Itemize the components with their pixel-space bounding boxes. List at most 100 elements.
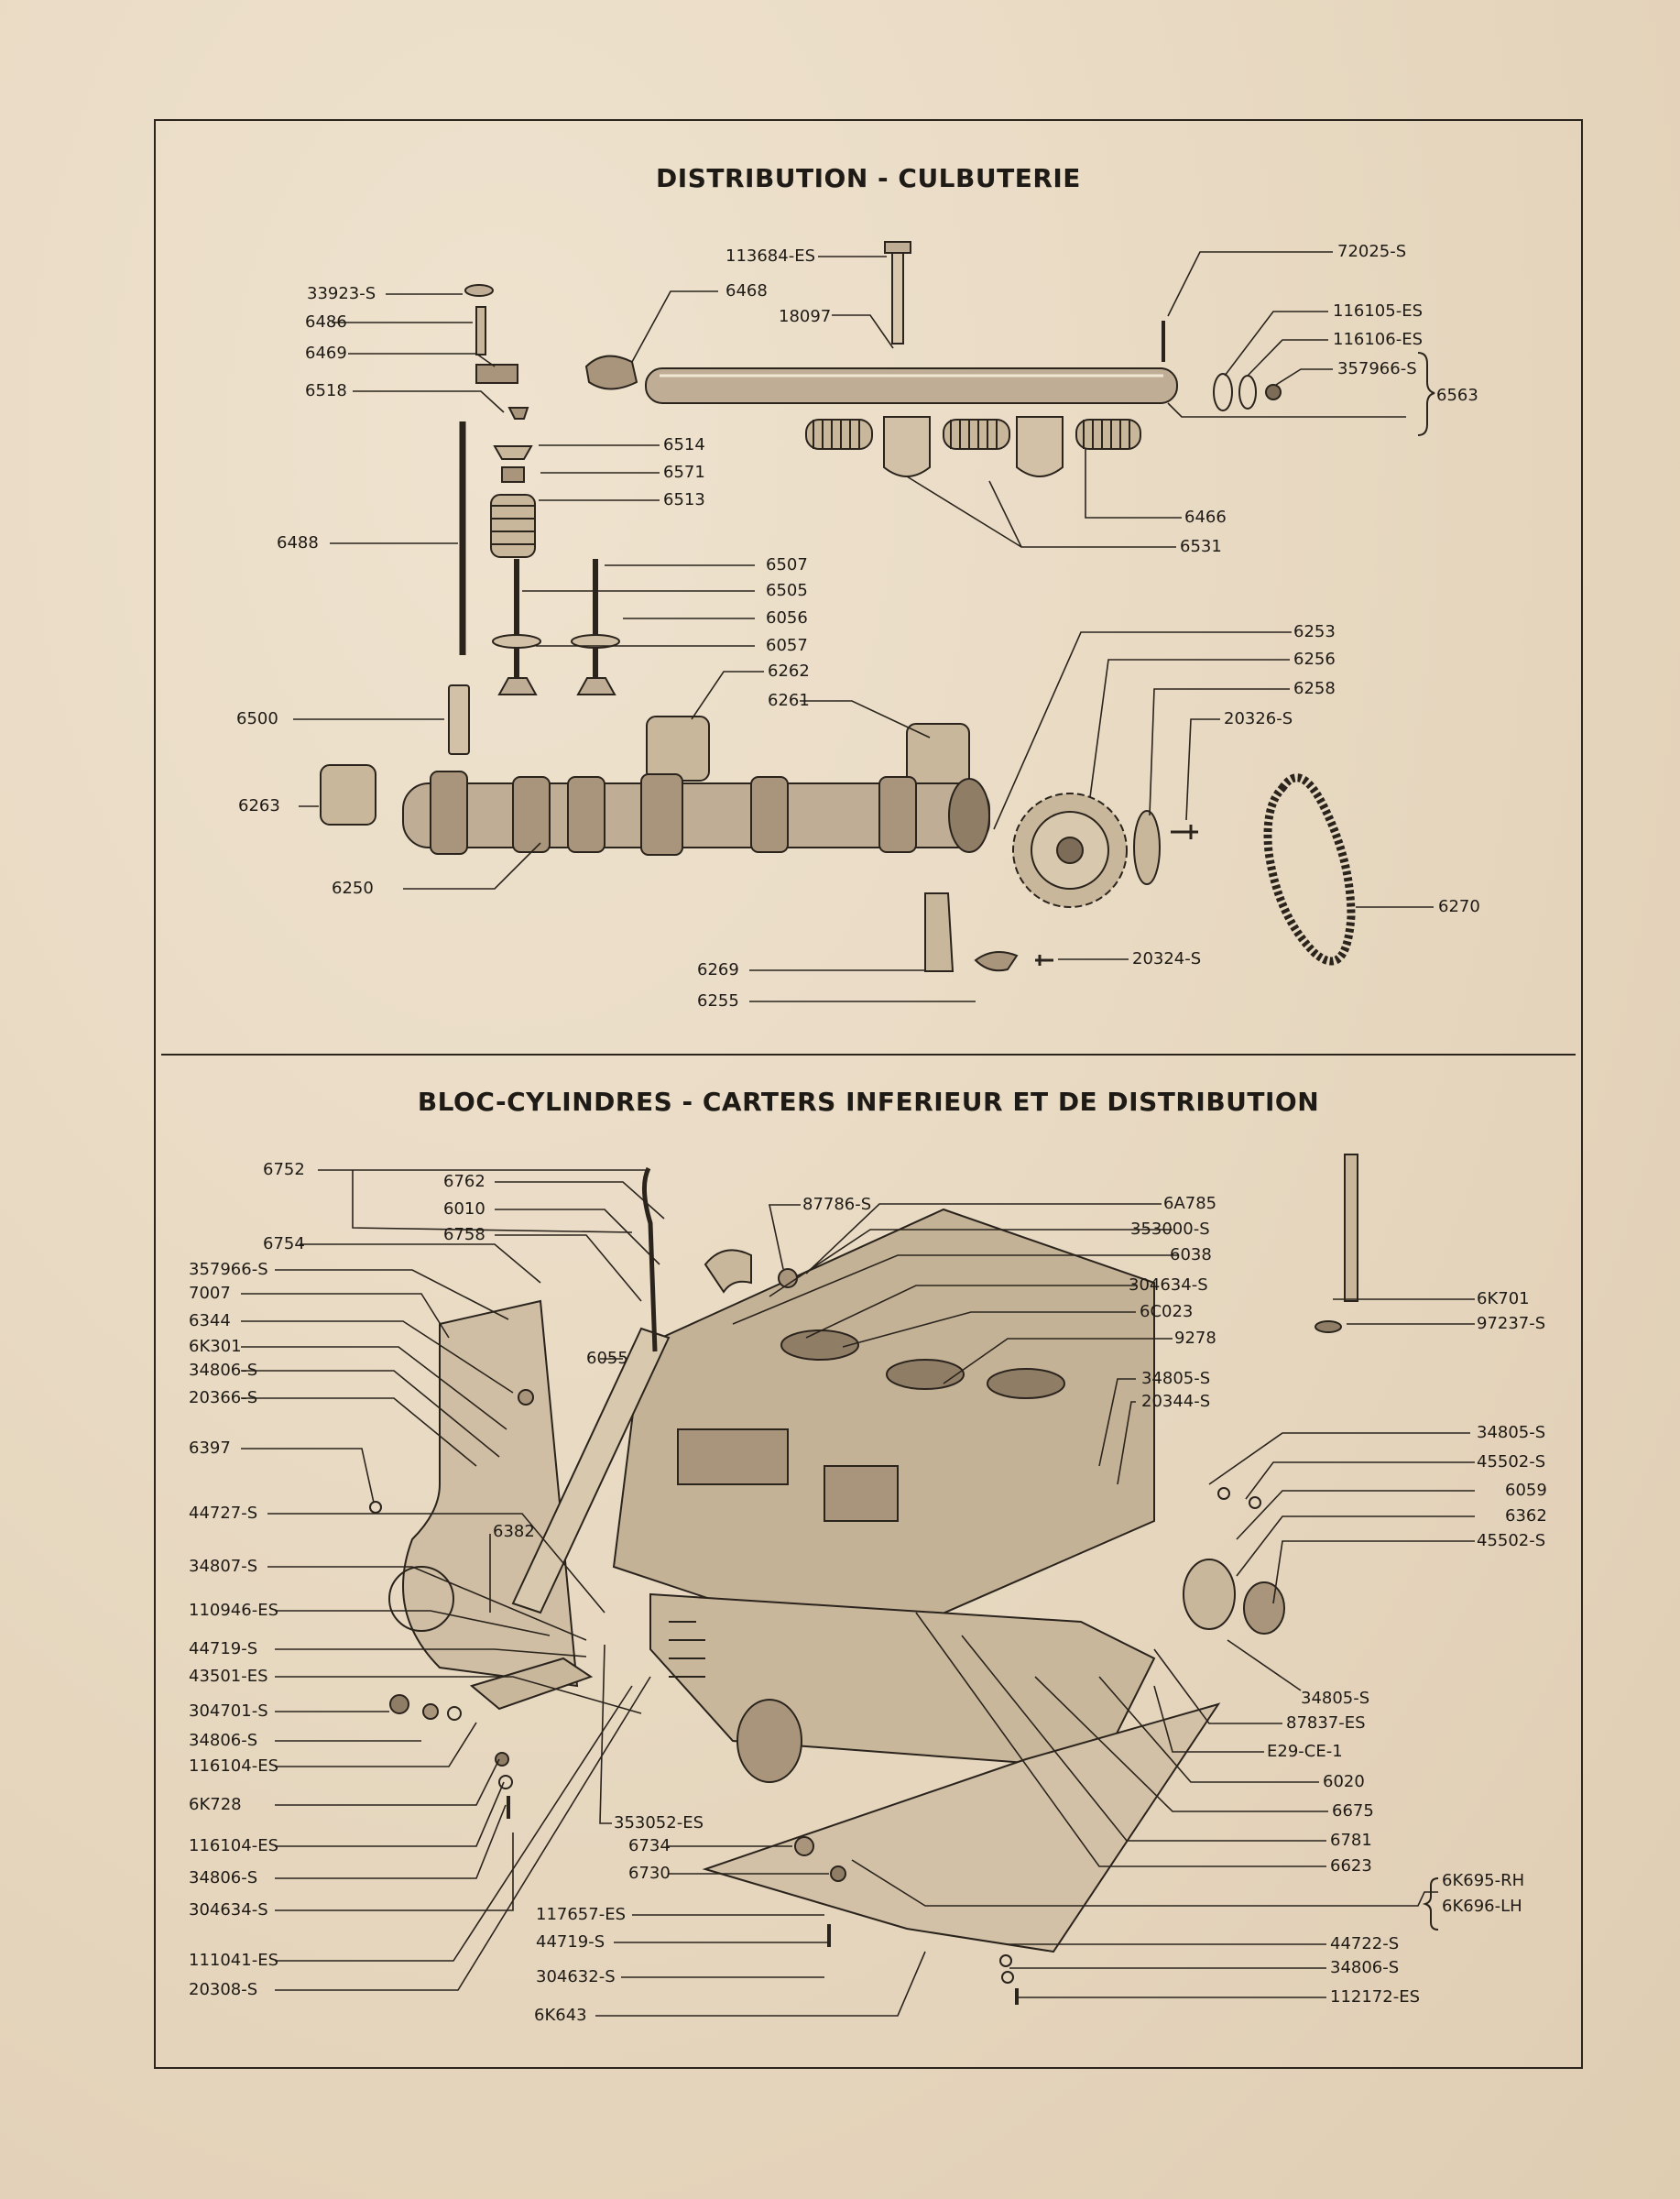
part-label: 72025-S bbox=[1337, 242, 1407, 261]
part-label: 6781 bbox=[1330, 1831, 1372, 1850]
part-label: 6K728 bbox=[189, 1795, 242, 1814]
oil-pan bbox=[649, 1592, 1156, 1770]
part-label: 6056 bbox=[766, 608, 808, 628]
part-label: 116104-ES bbox=[189, 1836, 279, 1855]
part-label: 6397 bbox=[189, 1439, 231, 1458]
cam-bearings bbox=[320, 716, 970, 826]
part-label: 20366-S bbox=[189, 1388, 258, 1407]
part-label: 6K701 bbox=[1477, 1289, 1530, 1308]
part-label: 44719-S bbox=[536, 1932, 605, 1952]
part-label: 6531 bbox=[1180, 537, 1222, 556]
part-label: 44722-S bbox=[1330, 1934, 1400, 1953]
part-label: 44719-S bbox=[189, 1639, 258, 1658]
part-label: 6256 bbox=[1293, 650, 1336, 669]
part-label: 6469 bbox=[305, 344, 347, 363]
part-label: 6059 bbox=[1505, 1481, 1547, 1500]
engine-block bbox=[612, 1208, 1155, 1651]
camshaft bbox=[402, 771, 990, 856]
part-label: 18097 bbox=[779, 307, 832, 326]
part-label: 20308-S bbox=[189, 1980, 258, 1999]
part-label: 34805-S bbox=[1301, 1689, 1370, 1708]
part-label: 304634-S bbox=[1129, 1275, 1208, 1295]
part-label: 45502-S bbox=[1477, 1531, 1546, 1550]
part-label: 6K301 bbox=[189, 1337, 242, 1356]
part-label: 97237-S bbox=[1477, 1314, 1546, 1333]
part-label: 6010 bbox=[443, 1199, 485, 1219]
part-label: 6382 bbox=[493, 1522, 535, 1541]
part-label: 6K696-LH bbox=[1442, 1897, 1522, 1916]
part-label: 6250 bbox=[332, 879, 374, 898]
part-label: 357966-S bbox=[1337, 359, 1417, 378]
part-label: 6623 bbox=[1330, 1856, 1372, 1876]
part-label: 6486 bbox=[305, 312, 347, 332]
oil-dipstick-tube bbox=[1344, 1154, 1358, 1302]
part-label: 6269 bbox=[697, 960, 739, 979]
part-label: 34805-S bbox=[1477, 1423, 1546, 1442]
part-label: 6A785 bbox=[1163, 1194, 1217, 1213]
fuel-pump-eccentric bbox=[924, 892, 955, 972]
washer-116106 bbox=[1238, 375, 1257, 410]
rocker-shaft bbox=[645, 367, 1178, 404]
part-label: 34806-S bbox=[189, 1361, 258, 1380]
part-label: 6505 bbox=[766, 581, 808, 600]
rocker-arm bbox=[584, 355, 638, 390]
part-label: E29-CE-1 bbox=[1267, 1742, 1343, 1761]
part-label: 353000-S bbox=[1130, 1220, 1210, 1239]
part-label: 33923-S bbox=[307, 284, 376, 303]
part-label: 43501-ES bbox=[189, 1667, 268, 1686]
spring-retainer bbox=[493, 445, 533, 460]
support-bracket bbox=[469, 1657, 594, 1711]
part-label: 6752 bbox=[263, 1160, 305, 1179]
rocker bbox=[475, 364, 518, 384]
part-label: 6563 bbox=[1436, 386, 1478, 405]
part-label: 44727-S bbox=[189, 1504, 258, 1523]
rocker-bracket bbox=[1016, 416, 1064, 477]
part-label: 6020 bbox=[1323, 1772, 1365, 1791]
timing-chain bbox=[1263, 773, 1356, 966]
valve-spring bbox=[490, 494, 536, 558]
part-label: 6270 bbox=[1438, 897, 1480, 916]
part-label: 6513 bbox=[663, 490, 705, 509]
part-label: 6055 bbox=[586, 1349, 628, 1368]
rocker-bracket bbox=[883, 416, 931, 477]
pin-357966 bbox=[1265, 384, 1282, 400]
part-label: 110946-ES bbox=[189, 1601, 279, 1620]
part-label: 6500 bbox=[236, 709, 278, 728]
section-title-distribution: DISTRIBUTION - CULBUTERIE bbox=[656, 163, 1081, 193]
part-label: 112172-ES bbox=[1330, 1987, 1421, 2007]
part-label: 6261 bbox=[768, 691, 810, 710]
page-frame bbox=[154, 119, 1583, 2069]
part-label: 7007 bbox=[189, 1284, 231, 1303]
shaft-bolt bbox=[891, 246, 904, 345]
part-label: 113684-ES bbox=[725, 246, 816, 266]
part-label: 111041-ES bbox=[189, 1951, 279, 1970]
part-label: 6518 bbox=[305, 381, 347, 400]
part-label: 6253 bbox=[1293, 622, 1336, 641]
timing-cover bbox=[402, 1299, 579, 1688]
part-label: 6488 bbox=[277, 533, 319, 552]
part-label: 304632-S bbox=[536, 1967, 616, 1986]
part-label: 6754 bbox=[263, 1234, 305, 1253]
part-label: 6K643 bbox=[534, 2006, 587, 2025]
part-label: 6758 bbox=[443, 1225, 485, 1244]
part-label: 304701-S bbox=[189, 1701, 268, 1721]
part-label: 6762 bbox=[443, 1172, 485, 1191]
valve-key bbox=[501, 466, 525, 483]
rear-seal bbox=[1183, 1559, 1236, 1630]
part-label: 6258 bbox=[1293, 679, 1336, 698]
part-label: 116104-ES bbox=[189, 1756, 279, 1776]
section-title-bloc-cylindres: BLOC-CYLINDRES - CARTERS INFERIEUR ET DE… bbox=[417, 1087, 1320, 1117]
part-label: 6466 bbox=[1184, 508, 1227, 527]
tappet bbox=[448, 684, 470, 755]
part-label: 6468 bbox=[725, 281, 768, 301]
part-label: 20326-S bbox=[1224, 709, 1293, 728]
part-label: 116106-ES bbox=[1333, 330, 1424, 349]
oil-filter bbox=[736, 1699, 802, 1783]
part-label: 6571 bbox=[663, 463, 705, 482]
part-label: 34806-S bbox=[1330, 1958, 1400, 1977]
part-label: 353052-ES bbox=[614, 1813, 704, 1832]
part-label: 9278 bbox=[1174, 1329, 1216, 1348]
part-label: 34806-S bbox=[189, 1868, 258, 1887]
part-label: 357966-S bbox=[189, 1260, 268, 1279]
